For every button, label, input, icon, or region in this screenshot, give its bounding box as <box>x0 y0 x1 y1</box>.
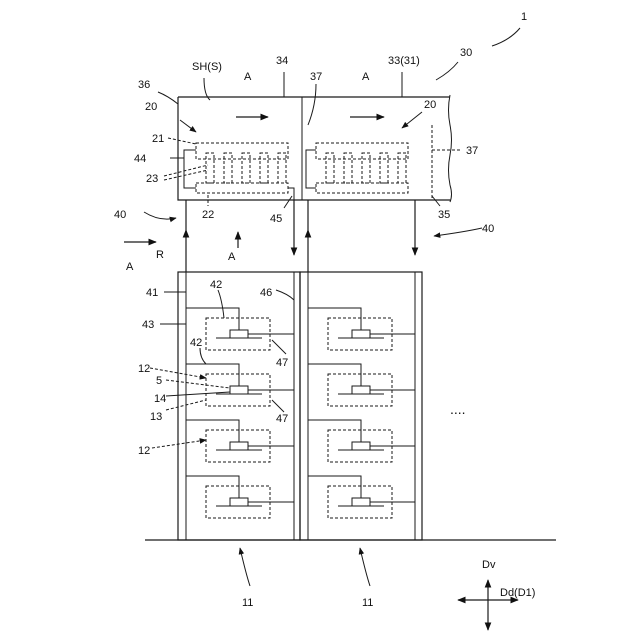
ref-label-a-mid: A <box>228 251 236 263</box>
ref-label-36: 36 <box>138 79 150 91</box>
server-unit <box>308 308 415 350</box>
ref-label-45: 45 <box>270 213 282 225</box>
ref-label-11-left: 11 <box>242 597 253 609</box>
axis-label-dd: Dd(D1) <box>500 587 535 599</box>
ref-label-37-top: 37 <box>310 71 322 83</box>
continuation-dots: .... <box>450 401 466 417</box>
ref-label-41: 41 <box>146 287 158 299</box>
server-unit <box>308 476 415 518</box>
axis-label-dv: Dv <box>482 559 496 571</box>
ref-label-1: 1 <box>521 11 527 23</box>
ref-label-47-bottom: 47 <box>276 413 288 425</box>
ref-label-23: 23 <box>146 173 158 185</box>
ref-label-47-top: 47 <box>276 357 288 369</box>
ref-label-11-right: 11 <box>362 597 373 609</box>
server-unit <box>186 476 294 518</box>
ref-label-42-mid: 42 <box>190 337 202 349</box>
ref-label-21: 21 <box>152 133 164 145</box>
connecting-ducts <box>186 200 415 272</box>
ref-label-34: 34 <box>276 55 288 67</box>
ref-label-40-left: 40 <box>114 209 126 221</box>
ref-label-13: 13 <box>150 411 162 423</box>
ref-label-42-top: 42 <box>210 279 222 291</box>
ref-label-30: 30 <box>460 47 472 59</box>
ref-label-20-right: 20 <box>424 99 436 111</box>
ref-label-44: 44 <box>134 153 146 165</box>
ref-label-sh: SH(S) <box>192 61 222 73</box>
ref-label-12-bottom: 12 <box>138 445 150 457</box>
leader-lines <box>144 28 520 586</box>
ref-label-22: 22 <box>202 209 214 221</box>
ref-label-35: 35 <box>438 209 450 221</box>
module-assembly-right <box>306 143 408 193</box>
ref-label-5: 5 <box>156 375 162 387</box>
ref-label-46: 46 <box>260 287 272 299</box>
ref-label-14: 14 <box>154 393 166 405</box>
ref-label-r: R <box>156 249 164 261</box>
ref-label-12-top: 12 <box>138 363 150 375</box>
server-unit <box>308 364 415 406</box>
ref-label-37-right: 37 <box>466 145 478 157</box>
ref-label-a-top-right: A <box>362 71 370 83</box>
ref-label-20-left: 20 <box>145 101 157 113</box>
ref-label-33: 33(31) <box>388 55 420 67</box>
server-unit <box>308 420 415 462</box>
ref-label-40-right: 40 <box>482 223 494 235</box>
ref-label-43: 43 <box>142 319 154 331</box>
ref-label-a-left: A <box>126 261 134 273</box>
ref-label-a-top-left: A <box>244 71 252 83</box>
upper-housing <box>178 95 452 202</box>
